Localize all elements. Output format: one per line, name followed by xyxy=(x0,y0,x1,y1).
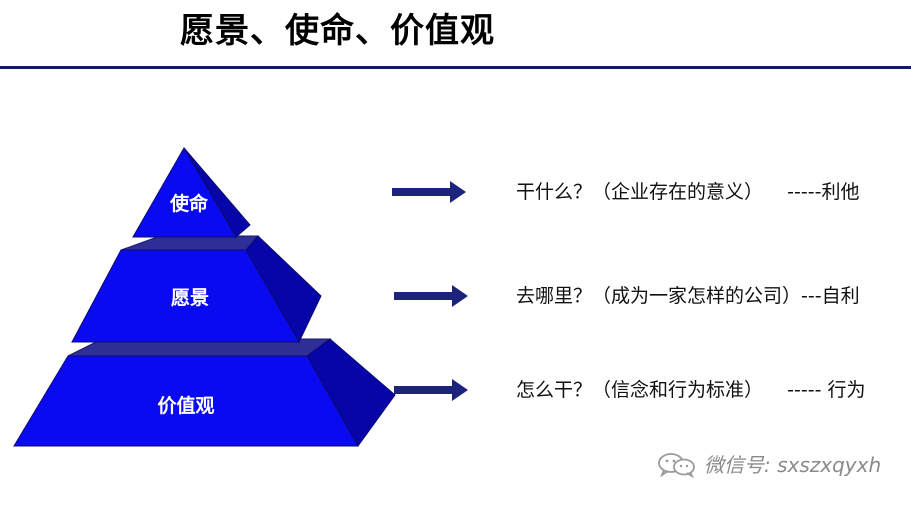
watermark-text: 微信号: sxszxqyxh xyxy=(704,453,882,477)
pyramid-label-vision: 愿景 xyxy=(171,287,209,309)
pyramid-tier-mission: 使命 xyxy=(132,147,251,238)
description-row-vision: 去哪里？（成为一家怎样的公司）---自利 xyxy=(390,282,910,310)
watermark: 微信号: sxszxqyxh xyxy=(656,452,881,478)
description-row-values: 怎么干？（信念和行为标准） ----- 行为 xyxy=(390,376,910,404)
values-description: 怎么干？（信念和行为标准） ----- 行为 xyxy=(516,379,866,401)
description-row-mission: 干什么？（企业存在的意义） -----利他 xyxy=(390,178,910,206)
pyramid-label-mission: 使命 xyxy=(169,192,209,215)
pyramid-tier-values: 价值观 xyxy=(13,338,396,447)
vision-description: 去哪里？（成为一家怎样的公司）---自利 xyxy=(516,285,860,307)
title-divider xyxy=(0,66,911,69)
right-arrow-icon xyxy=(392,181,466,203)
mission-description: 干什么？（企业存在的意义） -----利他 xyxy=(516,181,860,203)
page-title: 愿景、使命、价值观 xyxy=(180,11,495,51)
pyramid-tier-vision: 愿景 xyxy=(71,235,322,344)
pyramid-label-values: 价值观 xyxy=(157,394,214,417)
wechat-icon xyxy=(658,453,695,478)
right-arrow-icon xyxy=(394,285,468,307)
right-arrow-icon xyxy=(394,379,468,401)
